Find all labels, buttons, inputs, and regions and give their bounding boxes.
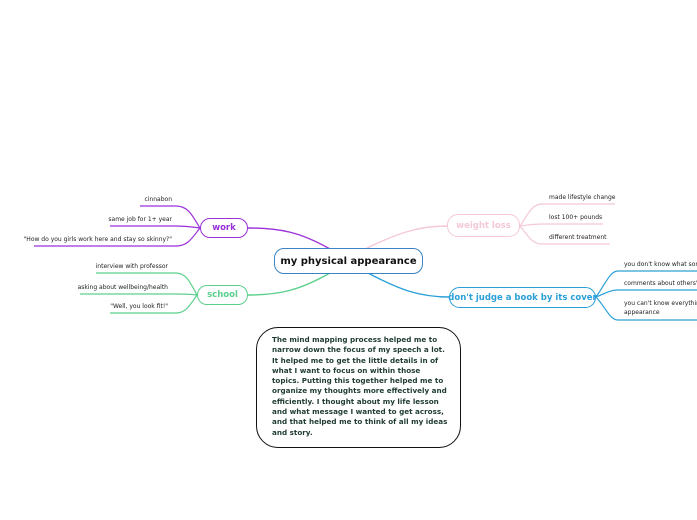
reflection-note[interactable]: The mind mapping process helped me to na…: [256, 327, 461, 448]
leaf-school-quote[interactable]: "Well, you look fit!": [110, 303, 168, 310]
leaf-school-interview[interactable]: interview with professor: [95, 263, 168, 270]
connector-school-interview: [96, 272, 198, 296]
branch-weight-loss[interactable]: weight loss: [447, 214, 520, 237]
leaf-judge-appearance[interactable]: appearance: [624, 309, 660, 316]
connector-weight-different-treatment: [519, 225, 610, 245]
branch-school-label: school: [207, 290, 238, 300]
connector-work-same-job: [110, 225, 201, 229]
connector-central-work: [247, 227, 331, 250]
leaf-weight-different-treatment[interactable]: different treatment: [549, 234, 607, 241]
leaf-weight-made-lifestyle[interactable]: made lifestyle change: [549, 194, 616, 201]
branch-dont-judge-label: don't judge a book by its cover: [448, 292, 597, 303]
connector-judge-comments: [595, 289, 697, 298]
connector-central-school: [247, 272, 331, 296]
leaf-work-cinnabon[interactable]: cinnabon: [144, 196, 172, 203]
connector-work-cinnabon: [140, 205, 201, 229]
branch-school[interactable]: school: [197, 285, 248, 305]
connector-judge-you-dont-know: [595, 270, 697, 298]
connector-central-dont-judge: [367, 272, 450, 298]
connector-school-quote: [110, 294, 198, 314]
central-topic[interactable]: my physical appearance: [274, 248, 423, 274]
leaf-judge-cant-know[interactable]: you can't know everything: [624, 300, 697, 307]
connector-work-quote: [34, 227, 201, 247]
connector-central-weight-loss: [364, 225, 448, 250]
branch-dont-judge[interactable]: don't judge a book by its cover: [448, 287, 597, 308]
leaf-judge-comments[interactable]: comments about others' a: [624, 280, 697, 287]
connector-school-wellbeing: [80, 293, 198, 296]
central-topic-label: my physical appearance: [280, 255, 417, 267]
branch-weight-loss-label: weight loss: [456, 220, 511, 231]
leaf-work-quote[interactable]: "How do you girls work here and stay so …: [23, 236, 172, 243]
leaf-weight-lost-pounds[interactable]: lost 100+ pounds: [549, 214, 603, 221]
branch-work-label: work: [212, 223, 236, 233]
connector-weight-lost-pounds: [519, 223, 603, 227]
leaf-school-wellbeing[interactable]: asking about wellbeing/health: [77, 284, 168, 291]
branch-work[interactable]: work: [200, 218, 248, 238]
reflection-note-text: The mind mapping process helped me to na…: [272, 335, 448, 437]
connector-weight-made-lifestyle: [519, 203, 615, 227]
leaf-work-same-job[interactable]: same job for 1+ year: [108, 216, 172, 223]
leaf-judge-you-dont-know[interactable]: you don't know what some: [624, 261, 697, 268]
connector-judge-cant-know: [595, 296, 697, 321]
